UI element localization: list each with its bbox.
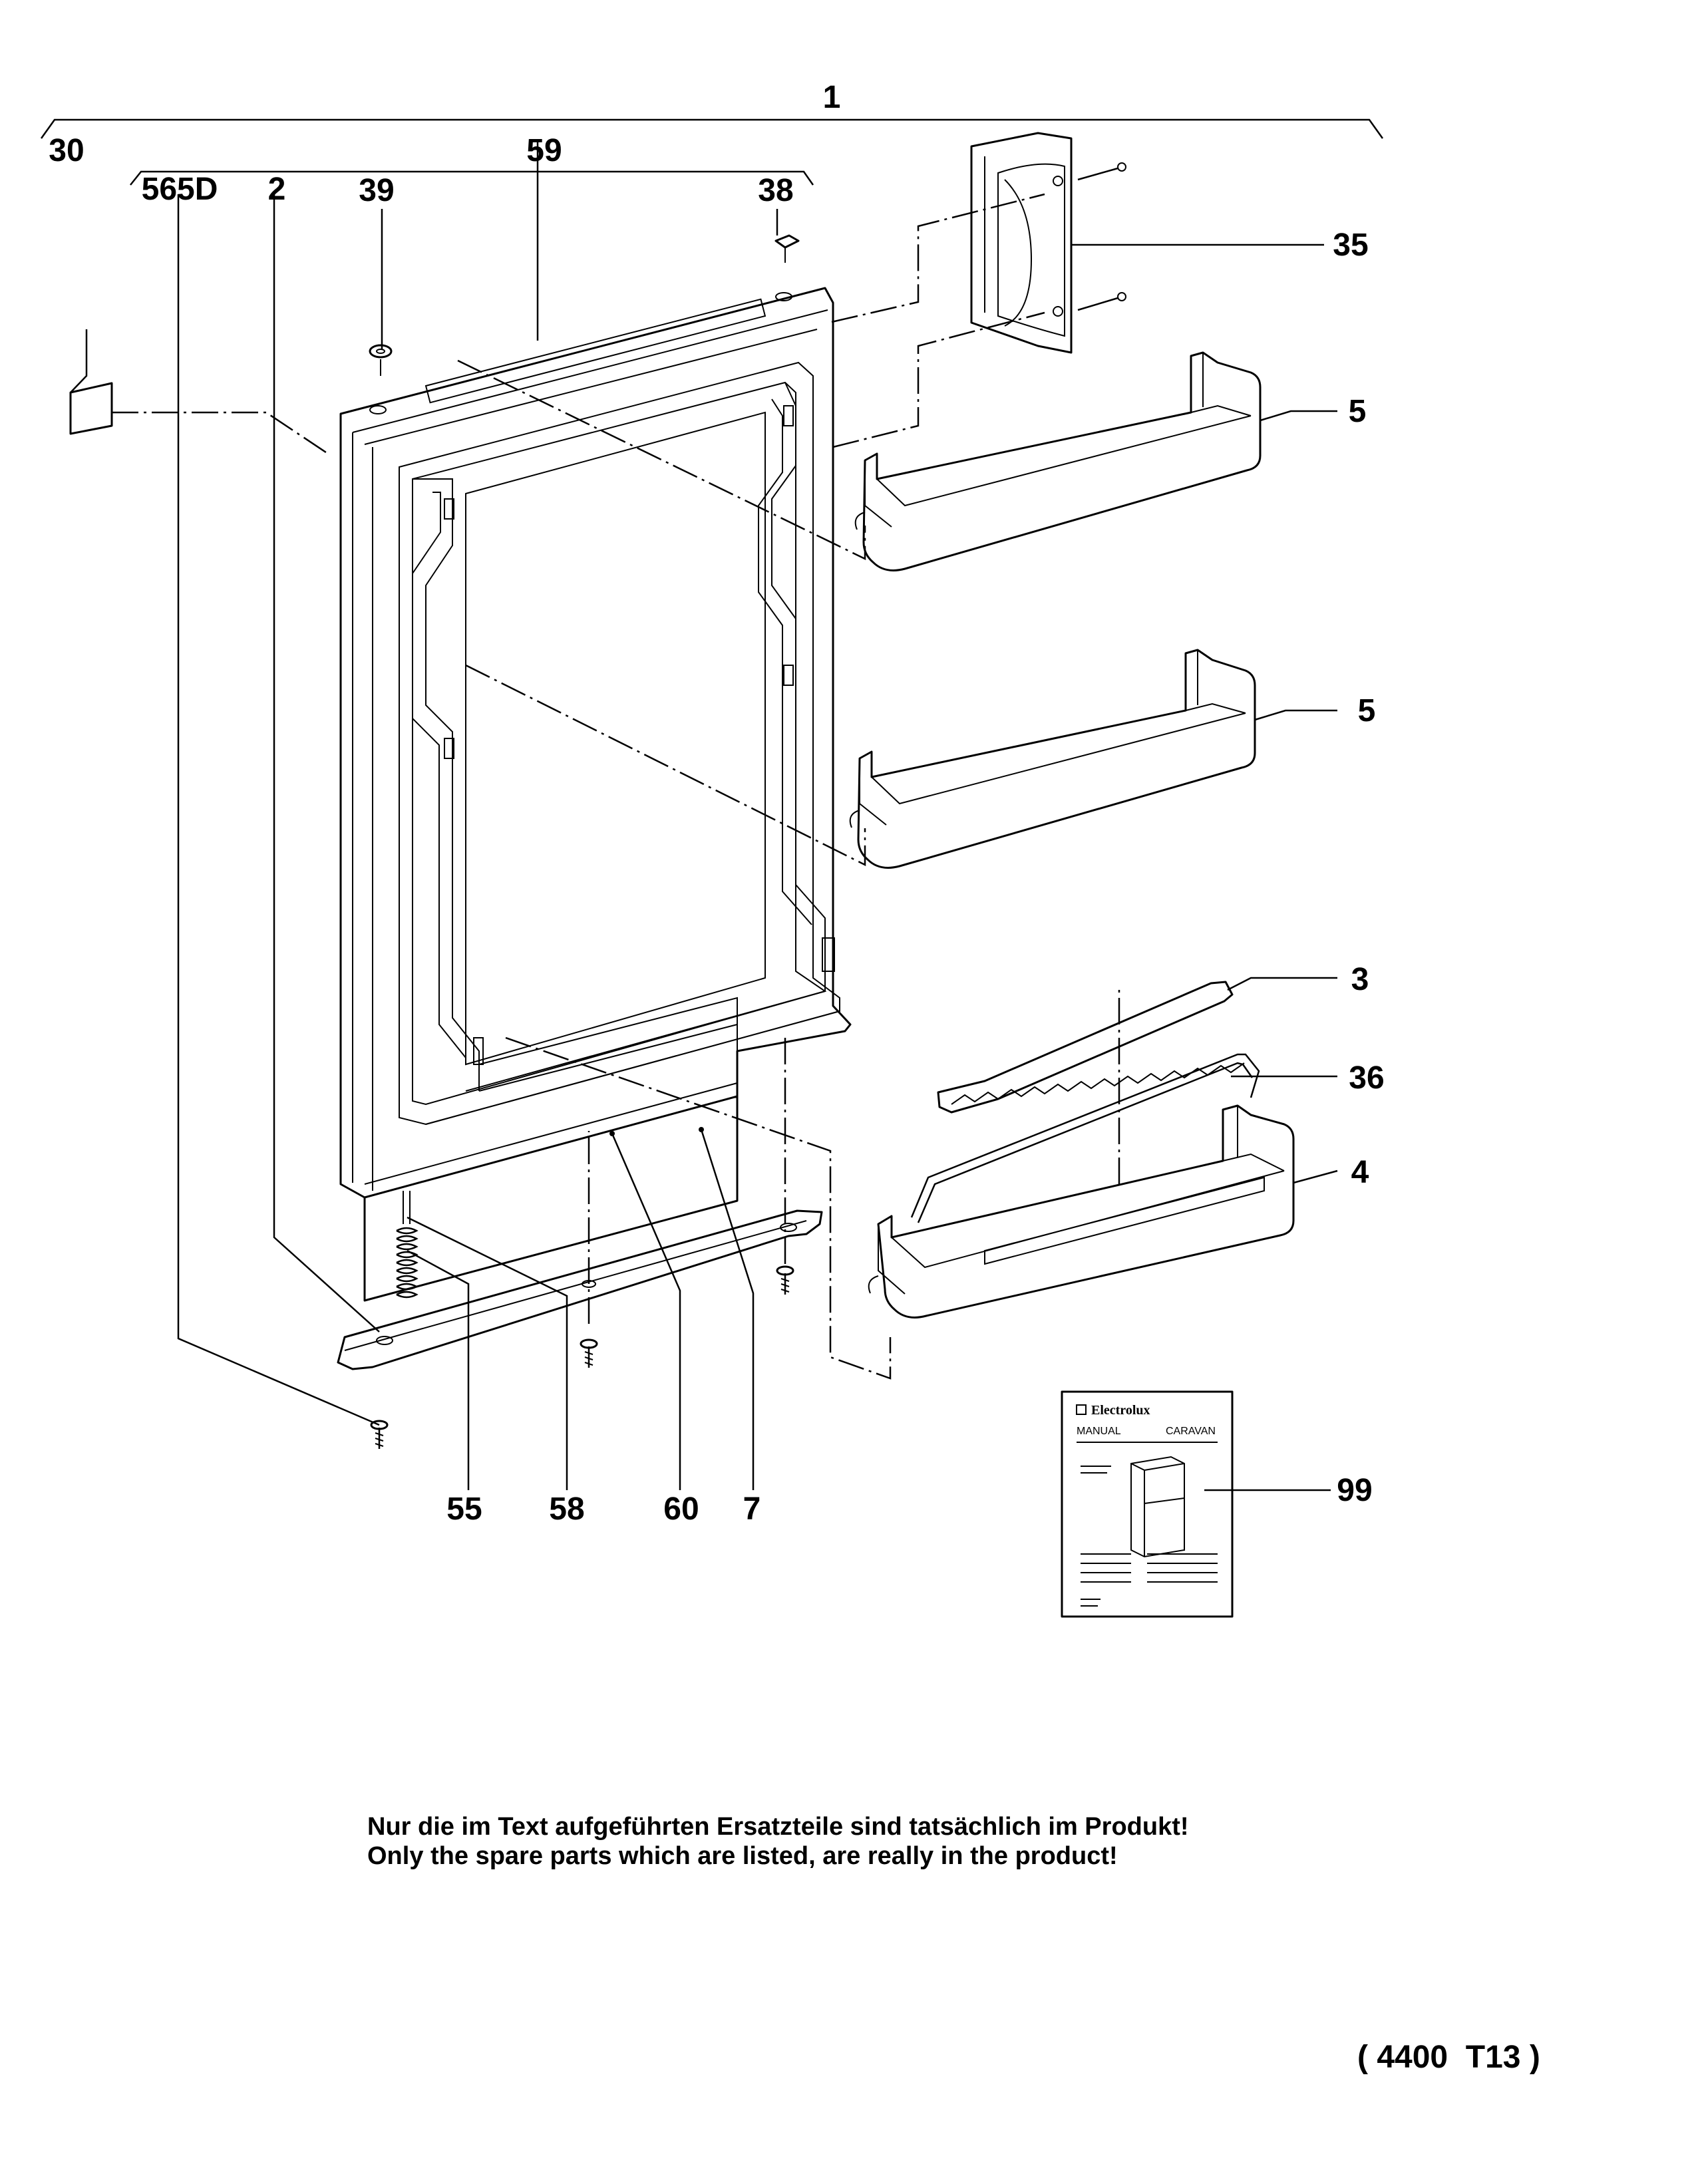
callout-7: 7: [743, 1491, 761, 1527]
bottom-cover-plate: [363, 1082, 739, 1302]
screw-bar-right: [776, 1265, 794, 1295]
door-frame: [339, 287, 852, 1287]
door-shelf-lower: [849, 649, 1256, 869]
callout-30: 30: [49, 133, 84, 168]
callout-2: 2: [268, 172, 286, 207]
callout-35: 35: [1333, 228, 1368, 263]
manual-title-right: CARAVAN: [1166, 1426, 1216, 1437]
hinge-bushing-39: [369, 344, 393, 376]
callout-60: 60: [663, 1491, 699, 1527]
note-english: Only the spare parts which are listed, a…: [367, 1842, 1118, 1870]
callout-36: 36: [1349, 1060, 1384, 1096]
bottom-hinge-bar: [337, 1209, 823, 1370]
screw-hinge-565d: [370, 1420, 389, 1449]
screw-bar-center: [580, 1338, 598, 1368]
manual-brand: Electrolux: [1091, 1403, 1150, 1418]
callout-55: 55: [446, 1491, 482, 1527]
note-german: Nur die im Text aufgeführten Ersatzteile…: [367, 1813, 1189, 1841]
callout-4: 4: [1351, 1155, 1369, 1190]
assembly-bracket-1: [40, 118, 1384, 139]
callout-5-lower: 5: [1358, 693, 1376, 728]
callout-99: 99: [1337, 1473, 1372, 1508]
assembly-lines: [112, 193, 1120, 1380]
callout-5-upper: 5: [1349, 394, 1367, 429]
callout-39: 39: [359, 173, 394, 208]
hinge-cap-38: [774, 234, 800, 263]
leader-lines: [70, 141, 1338, 1491]
callout-59: 59: [526, 133, 562, 168]
callout-3: 3: [1351, 962, 1369, 997]
callout-1: 1: [823, 80, 841, 115]
bottle-retainer: [937, 981, 1245, 1114]
callout-58: 58: [549, 1491, 584, 1527]
door-handle: [970, 132, 1126, 354]
wire-bail: [910, 1053, 1260, 1223]
drawing-code: ( 4400 T13 ): [1357, 2040, 1540, 2075]
assembly-bracket-59: [130, 170, 814, 186]
cover-plate-30: [69, 382, 113, 435]
user-manual: Electrolux MANUAL CARAVAN: [1061, 1390, 1234, 1618]
door-shelf-bottom: [868, 1104, 1295, 1319]
door-shelf-upper: [854, 351, 1262, 571]
callout-38: 38: [758, 173, 793, 208]
manual-title-left: MANUAL: [1077, 1426, 1121, 1437]
callout-565d: 565D: [142, 172, 218, 207]
